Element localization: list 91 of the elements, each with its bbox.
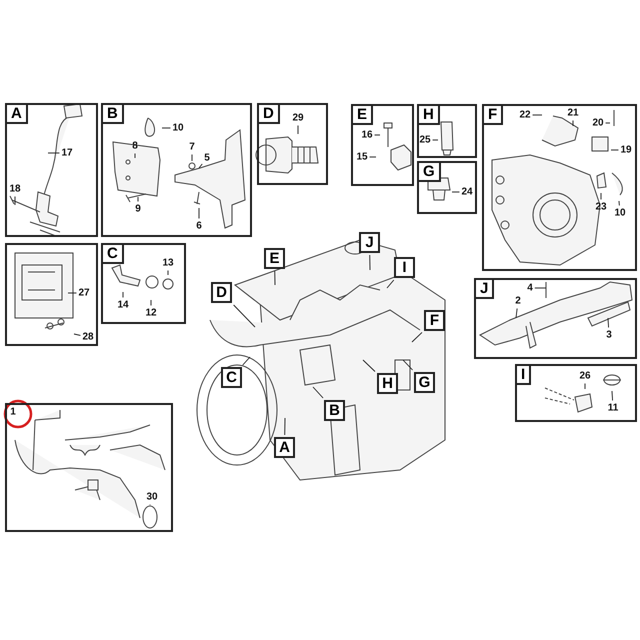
leader-line [584,383,586,390]
detail-panel [417,161,477,214]
callout-number: 22 [519,110,531,120]
panel-letter: C [103,245,124,264]
leader-line [532,114,542,116]
leader-line [369,254,370,270]
detail-panel [515,364,637,422]
leader-line [284,418,286,436]
callout-number: 25 [419,134,431,146]
detail-panel [417,104,477,158]
detail-panel [101,103,252,237]
callout-number: 5 [204,152,210,164]
leader-line [274,270,276,286]
leader-line [198,208,200,219]
leader-line [608,318,609,328]
callout-number: 9 [135,204,141,214]
leader-line [386,280,394,288]
panel-letter: I [517,366,532,385]
panel-letter: E [353,106,374,125]
leader-line [402,360,413,370]
leader-line [572,120,574,126]
detail-panel [351,104,414,186]
leader-line [612,390,613,401]
callout-number: 30 [146,492,158,502]
panel-letter: A [7,105,28,124]
panel-letter: B [103,105,124,124]
callout-number: 12 [145,308,157,318]
leader-line [74,334,81,336]
callout-letter: F [424,310,445,331]
detail-panel [482,104,637,271]
detail-panel [5,103,98,237]
callout-number: 26 [579,370,591,382]
callout-number: 10 [172,122,184,134]
callout-number: 7 [189,142,195,152]
callout-number: 6 [196,220,202,232]
panel-letter: D [259,105,280,124]
callout-number: 21 [567,108,579,118]
callout-letter: B [324,400,345,421]
leader-line [233,304,256,328]
leader-line [122,292,124,298]
leader-line [618,200,620,206]
callout-number: 17 [61,148,73,158]
callout-number: 28 [82,332,94,342]
detail-panel [5,243,98,346]
callout-number: 3 [606,330,612,340]
leader-line [48,152,60,154]
leader-line [412,332,422,342]
leader-line [605,122,610,124]
leader-line [198,164,203,168]
callout-number: 4 [527,282,533,294]
callout-number: 11 [608,402,618,414]
panel-letter: G [419,163,441,182]
callout-number: 14 [117,300,129,310]
callout-letter: G [414,372,435,393]
callout-number: 18 [9,184,21,194]
callout-number: 27 [78,288,90,298]
leader-line [369,156,376,158]
callout-number: 29 [292,112,304,124]
panel-letter: F [484,106,504,125]
callout-number: 1 [10,406,16,418]
callout-number: 19 [620,144,632,156]
callout-number: 2 [515,296,521,306]
leader-line [150,300,152,306]
detail-panel [474,278,637,359]
leader-line [374,134,380,136]
callout-number: 13 [162,258,174,268]
leader-line [14,196,16,206]
panel-letter: J [476,280,494,299]
leader-line [312,386,324,398]
callout-letter: H [377,373,398,394]
callout-number: 15 [356,152,368,162]
detail-panel [257,103,328,185]
leader-line [134,153,136,158]
callout-number: 16 [361,130,373,140]
callout-letter: E [264,248,285,269]
leader-line [242,356,250,366]
detail-panel [5,403,173,532]
callout-letter: J [359,232,380,253]
callout-number: 24 [461,186,473,198]
leader-line [516,308,518,318]
leader-line [68,292,77,294]
callout-letter: A [274,437,295,458]
callout-number: 20 [592,118,604,128]
leader-line [600,192,602,200]
callout-letter: C [221,367,242,388]
callout-letter: I [394,257,415,278]
callout-number: 10 [614,208,626,218]
callout-letter: D [211,282,232,303]
detail-panel [101,243,186,324]
panel-letter: H [419,106,440,125]
leader-line [362,360,376,372]
